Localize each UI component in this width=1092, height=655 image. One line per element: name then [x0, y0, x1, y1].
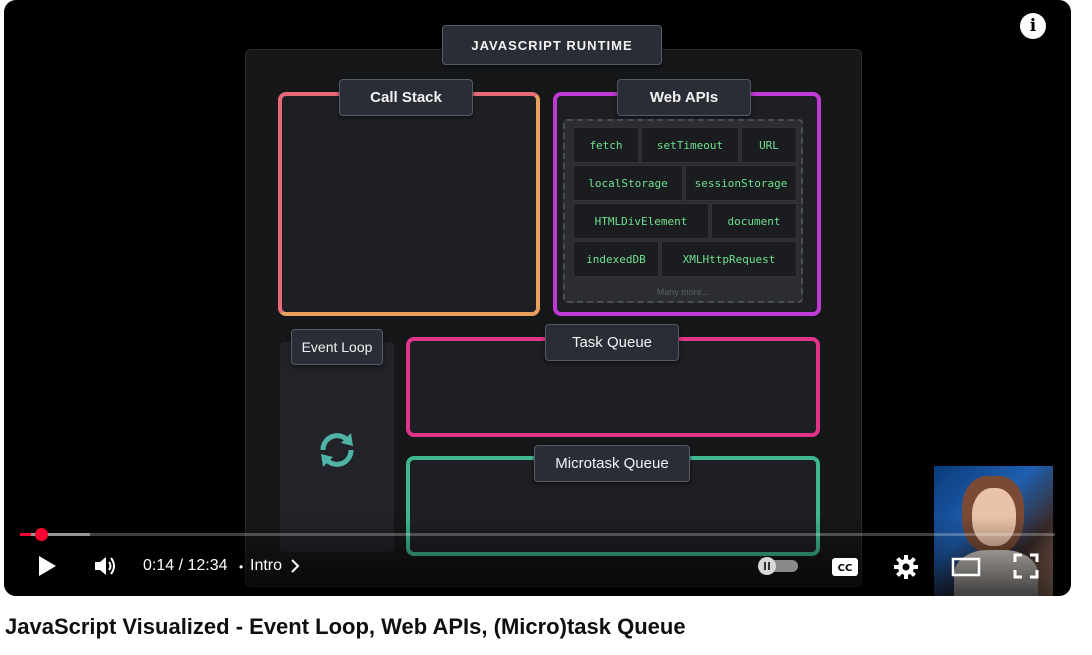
player-controls-bar: [4, 516, 1071, 596]
progress-bar[interactable]: [20, 533, 1055, 536]
apis-more-text: Many more...: [656, 287, 710, 297]
volume-icon[interactable]: [92, 553, 120, 579]
info-icon[interactable]: i: [1020, 13, 1046, 39]
api-sessionstorage: sessionStorage: [685, 165, 797, 201]
settings-gear-icon[interactable]: [892, 553, 920, 581]
api-fetch: fetch: [573, 127, 639, 163]
fullscreen-icon[interactable]: [1012, 552, 1040, 580]
api-htmldivelement: HTMLDivElement: [573, 203, 709, 239]
play-icon[interactable]: [34, 553, 60, 579]
theater-mode-icon[interactable]: [950, 555, 982, 579]
task-queue-label: Task Queue: [545, 324, 679, 361]
progress-buffered: [20, 533, 90, 536]
microtask-queue-label: Microtask Queue: [534, 445, 690, 482]
svg-text:CC: CC: [838, 563, 853, 574]
time-display: 0:14 / 12:34: [143, 557, 228, 574]
api-indexeddb: indexedDB: [573, 241, 659, 277]
event-loop-label: Event Loop: [291, 329, 383, 365]
chevron-right-icon[interactable]: [288, 556, 302, 576]
api-document: document: [711, 203, 797, 239]
web-apis-label: Web APIs: [617, 79, 751, 116]
call-stack-label: Call Stack: [339, 79, 473, 116]
closed-captions-icon[interactable]: CC: [830, 556, 860, 578]
chapter-title[interactable]: Intro: [250, 557, 283, 574]
api-localstorage: localStorage: [573, 165, 683, 201]
refresh-loop-icon: [312, 425, 362, 475]
api-settimeout: setTimeout: [641, 127, 739, 163]
api-xmlhttprequest: XMLHttpRequest: [661, 241, 797, 277]
web-apis-grid: fetch setTimeout URL localStorage sessio…: [563, 119, 803, 303]
api-url: URL: [741, 127, 797, 163]
call-stack-box: [278, 92, 540, 316]
autoplay-toggle[interactable]: [758, 557, 800, 575]
runtime-label: JAVASCRIPT RUNTIME: [442, 25, 662, 65]
progress-played: [20, 533, 32, 536]
video-player[interactable]: JAVASCRIPT RUNTIME Call Stack Web APIs f…: [4, 0, 1071, 596]
chapter-separator: •: [239, 560, 244, 574]
progress-scrubber[interactable]: [35, 528, 49, 541]
video-title[interactable]: JavaScript Visualized - Event Loop, Web …: [5, 614, 686, 639]
